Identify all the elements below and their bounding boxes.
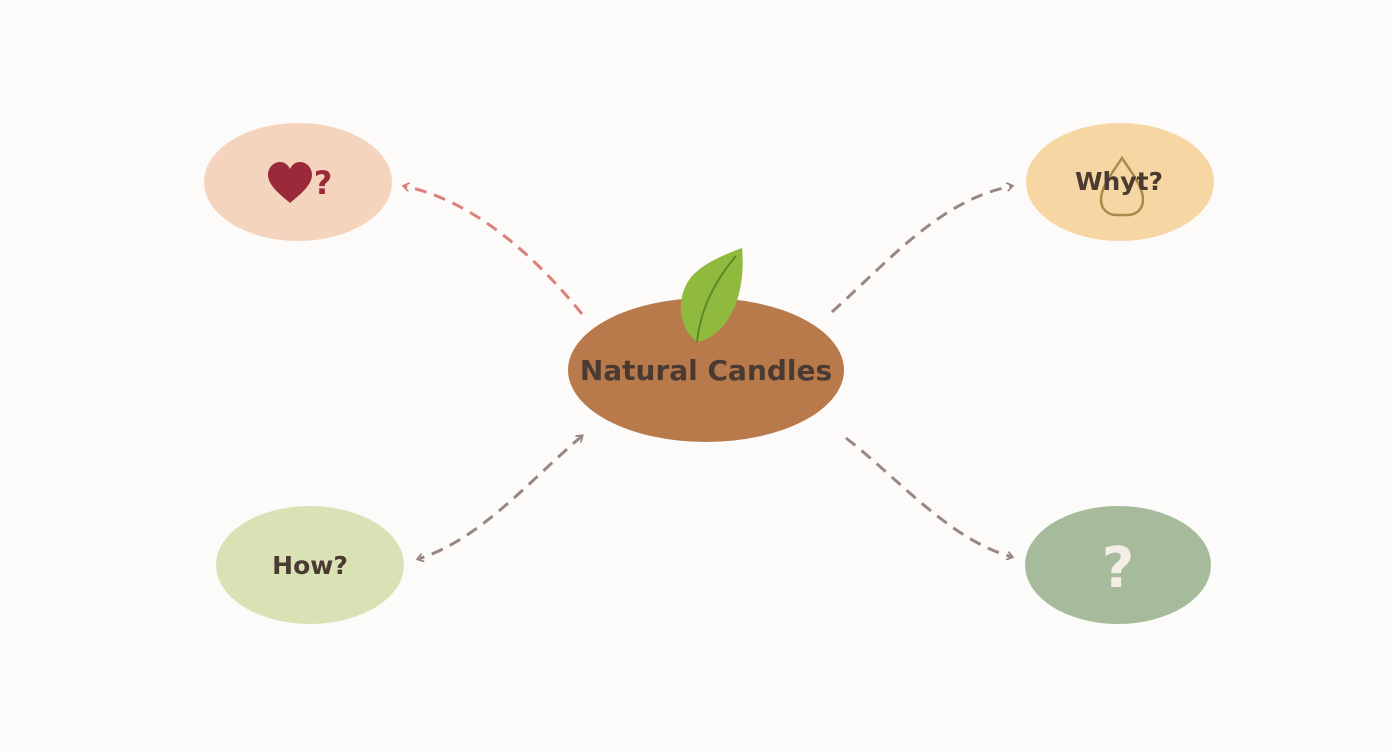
node-bottom-left-bubble [216, 506, 404, 624]
center-node-bubble [568, 298, 844, 442]
leaf-icon [680, 248, 743, 343]
connector-bottom-left [418, 436, 582, 559]
center-node-label: Natural Candles [580, 354, 832, 387]
node-top-left[interactable]: ? [204, 123, 392, 241]
node-bottom-left-label: How? [272, 551, 348, 580]
node-bottom-right-label: ? [1102, 536, 1134, 601]
node-bottom-right[interactable]: ? [1025, 506, 1211, 624]
node-top-right-label: Whyt? [1075, 167, 1163, 196]
heart-icon [268, 162, 312, 203]
node-bottom-left[interactable]: How? [216, 506, 404, 624]
node-bottom-right-bubble [1025, 506, 1211, 624]
connector-top-left [404, 186, 584, 315]
connector-top-right [830, 186, 1012, 314]
node-top-right-bubble [1026, 123, 1214, 241]
connector-bottom-right [845, 436, 1012, 557]
node-top-left-label: ? [314, 164, 333, 202]
drop-icon [1099, 155, 1145, 217]
node-top-right[interactable]: Whyt? [1026, 123, 1214, 241]
center-node[interactable]: Natural Candles [568, 248, 844, 442]
